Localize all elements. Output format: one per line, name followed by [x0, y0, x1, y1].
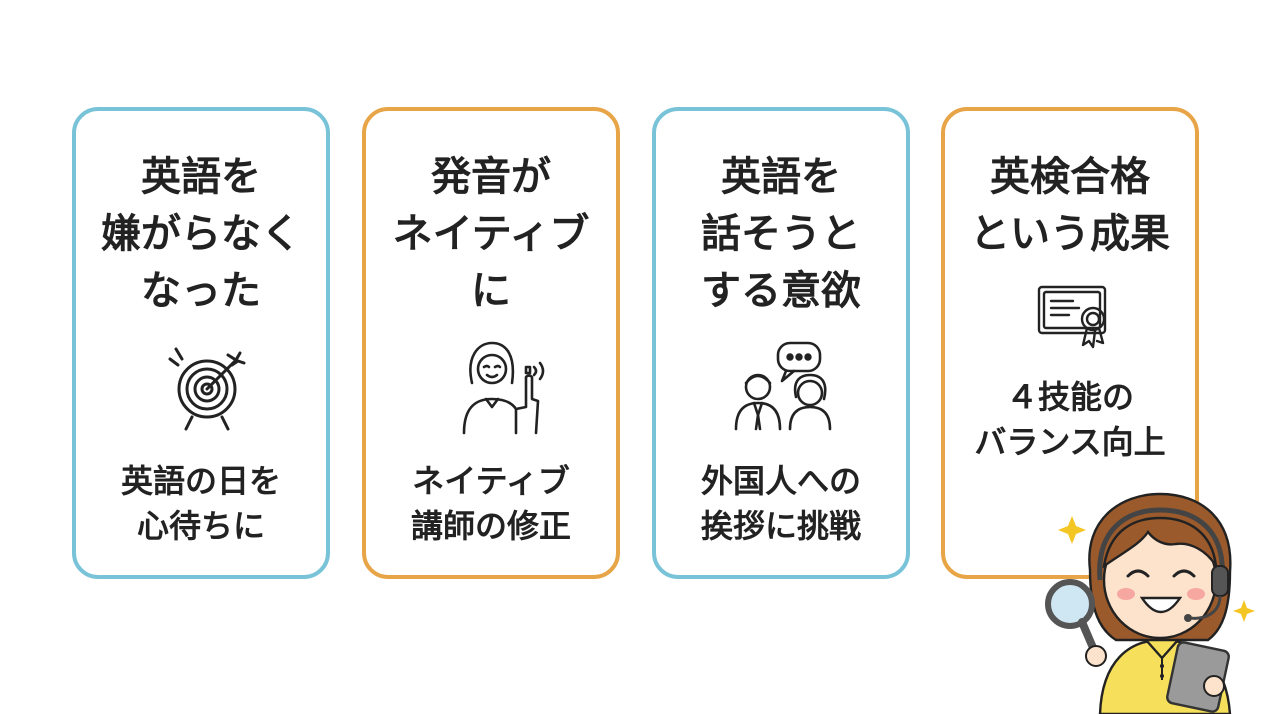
certificate-icon — [1035, 281, 1115, 351]
card-description: ネイティブ 講師の修正 — [410, 462, 571, 545]
card-title: 英語を 話そうと する意欲 — [701, 154, 861, 314]
card-description: 外国人への 挨拶に挑戦 — [700, 462, 861, 545]
outcome-card-1: 英語を 嫌がらなく なった 英語の日を 心待ちに — [72, 107, 330, 579]
speaking-person-icon — [450, 337, 550, 437]
card-title: 発音が ネイティブ に — [392, 154, 590, 314]
girl-with-magnifier-icon — [1030, 480, 1280, 714]
card-description: ４技能の バランス向上 — [974, 378, 1166, 461]
card-title: 英語を 嫌がらなく なった — [101, 154, 301, 314]
target-icon — [162, 343, 252, 433]
card-title: 英検合格 という成果 — [970, 154, 1170, 257]
conversation-icon — [730, 337, 842, 437]
card-description: 英語の日を 心待ちに — [120, 462, 281, 545]
outcome-card-3: 英語を 話そうと する意欲 外国人への 挨拶に挑戦 — [652, 107, 910, 579]
outcome-card-2: 発音が ネイティブ に ネイティブ 講師の修正 — [362, 107, 620, 579]
